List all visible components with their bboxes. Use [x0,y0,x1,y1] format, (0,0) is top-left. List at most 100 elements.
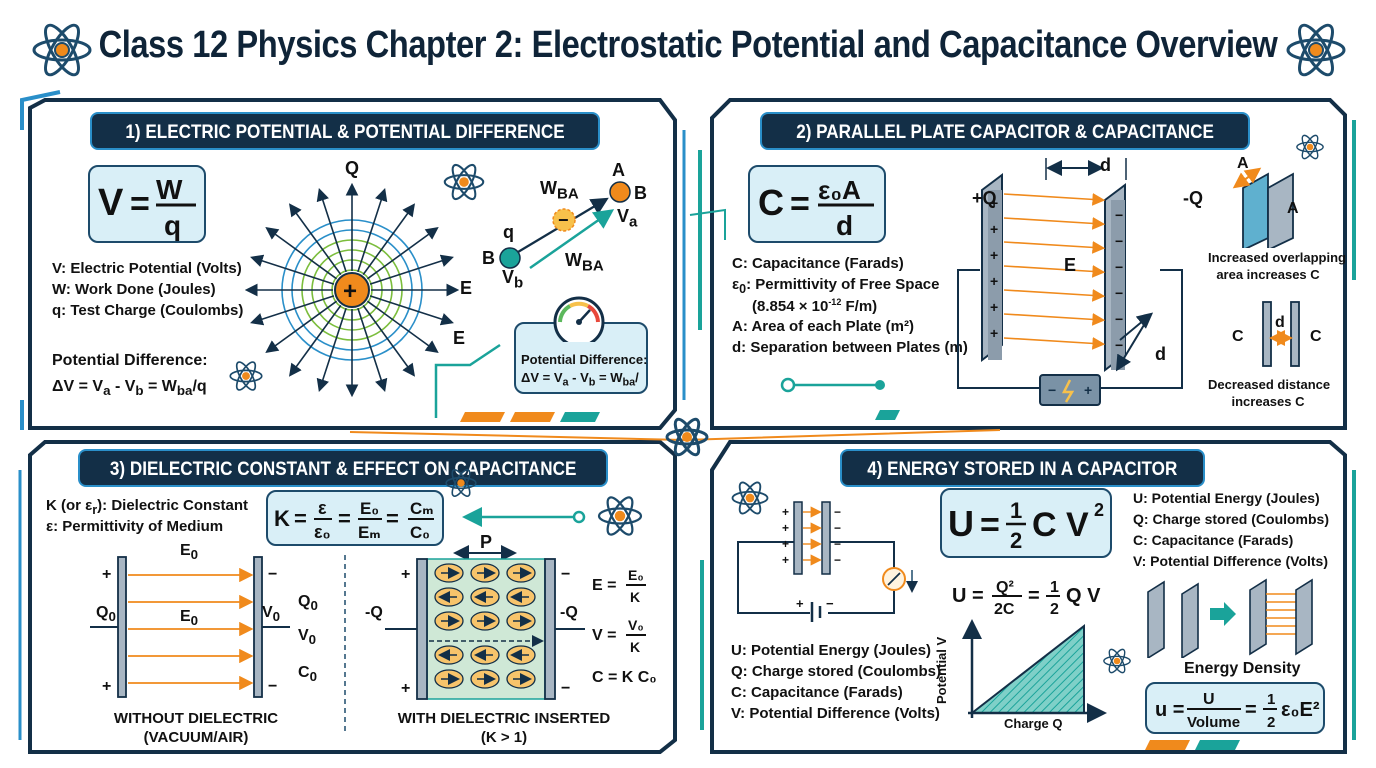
svg-text:−: − [561,680,570,697]
svg-text:Q V: Q V [1066,585,1101,607]
svg-text:=: = [130,185,150,223]
capacitor-without-dielectric: + + − − [90,556,290,698]
legend-bottom-v: V: Potential Difference (Volts) [731,705,940,722]
panel-1-header: 1) ELECTRIC POTENTIAL & POTENTIAL DIFFER… [90,112,600,150]
dielectric-equations: E = E₀ K V = V₀ K C = K C₀ [592,567,657,686]
dielectric-formula: K = ε ε₀ = E₀ Eₘ = Cₘ C₀ [266,490,444,546]
note-dist-2: increases C [1231,394,1305,409]
note-dist-1: Decreased distance [1208,377,1331,392]
svg-text:+: + [782,553,789,567]
charge-potential-graph [962,619,1107,723]
legend-bottom-u: U: Potential Energy (Joules) [731,642,932,659]
point-charge-field-diagram: + [244,182,460,398]
svg-text:U: U [1203,691,1215,708]
svg-text:+: + [990,273,998,289]
svg-text:2: 2 [1010,528,1022,553]
gauge-icon [553,296,605,342]
field-line [362,304,416,377]
work-done-diagram: − [499,181,631,270]
label-e0-top: E0 [180,542,199,563]
svg-text:Cₘ: Cₘ [410,499,434,518]
svg-text:−: − [834,537,841,551]
svg-text:K: K [630,589,640,605]
field-line [366,226,439,280]
label-p: P [480,532,493,552]
svg-text:−: − [834,521,841,535]
svg-text:u =: u = [1155,699,1184,721]
label-a: A [612,160,625,180]
atom-icon [1286,23,1346,77]
svg-text:E₀: E₀ [360,499,379,518]
legend-k: K (or εr): Dielectric Constant [46,497,249,517]
label-v0: V0 [262,604,281,625]
svg-text:ε₀A: ε₀A [818,175,861,205]
svg-text:=: = [386,506,399,531]
field-line [250,295,335,326]
svg-text:−: − [561,566,570,583]
svg-text:1: 1 [1050,579,1059,596]
atom-icon [443,163,485,201]
svg-text:−: − [1115,285,1123,301]
label-wba-top: WBA [540,178,579,203]
legend-eps: ε0: Permittivity of Free Space [732,276,940,296]
legend-top-q: Q: Charge stored (Coulombs) [1133,511,1330,527]
legend-area: A: Area of each Plate (m²) [732,318,914,335]
svg-text:V =: V = [592,627,616,644]
graph-ylabel: Potential V [934,636,949,704]
svg-text:−: − [834,553,841,567]
label-c-left: C [1232,328,1244,345]
svg-text:C V: C V [1032,506,1089,544]
svg-text:C = K C₀: C = K C₀ [592,669,657,686]
svg-text:2: 2 [1094,500,1104,520]
atom-icon [597,496,643,536]
svg-text:−: − [1115,311,1123,327]
svg-text:C₀: C₀ [410,523,430,542]
connector-line [780,377,885,393]
field-line [357,188,388,273]
legend-top-v: V: Potential Difference (Volts) [1133,553,1328,569]
atom-icon [731,481,769,515]
svg-text:=: = [1028,585,1040,607]
field-line [1003,193,1106,206]
label-q-small: q [503,222,514,242]
field-line [265,226,338,280]
field-line [265,300,338,354]
distance-diagram [1262,301,1300,367]
svg-text:E₀: E₀ [628,567,644,583]
svg-text:E =: E = [592,577,616,594]
label-q0-right: Q0 [298,593,318,614]
energy-density-diagram [1147,578,1313,658]
svg-text:=: = [338,506,351,531]
gauge-title: Potential Difference: [521,352,648,367]
legend-bottom-c: C: Capacitance (Farads) [731,684,903,701]
label-e-right: E [460,278,473,298]
caption-with-2: (K > 1) [480,729,528,746]
energy-formula-alt: U = Q² 2C = 1 2 Q V [952,579,1101,618]
svg-text:+: + [782,521,789,535]
label-q0: Q0 [96,604,116,625]
connector-arrow [462,507,586,527]
svg-text:2C: 2C [994,601,1015,618]
atom-icon [1103,648,1131,674]
label-plus-q: +Q [972,188,997,208]
field-line [316,307,347,392]
field-line [1003,337,1106,350]
capacitance-formula: C = ε₀A d [748,165,886,243]
label-d-side: d [1155,344,1166,364]
pd-formula: ΔV = Va - Vb = Wba/q [52,378,207,399]
label-c0-right: C0 [298,664,317,685]
label-minus-q: -Q [1183,188,1203,208]
svg-text:−: − [834,505,841,519]
field-line [369,295,454,326]
field-line [250,254,335,285]
field-line [1003,289,1106,302]
label-b-right: B [634,183,647,203]
svg-text:Eₘ: Eₘ [358,523,381,542]
svg-text:+: + [343,278,357,305]
svg-text:K: K [630,639,640,655]
svg-text:−: − [558,210,569,230]
field-line [1003,217,1106,230]
svg-text:−: − [268,566,277,583]
svg-text:=: = [980,506,1000,544]
